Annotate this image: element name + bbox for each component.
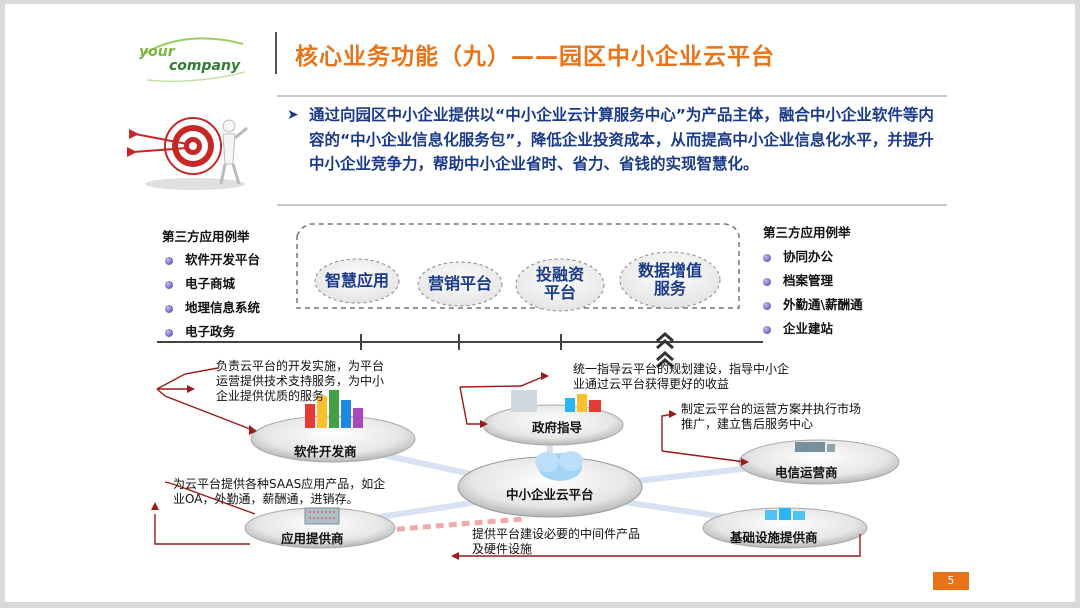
page-title: 核心业务功能（九）——园区中小企业云平台	[295, 44, 775, 70]
page-number: 5	[933, 572, 969, 590]
desc-app-provider: 为云平台提供各种SAAS应用产品，如企 业OA，外勤通，薪酬通，进销存。	[173, 477, 385, 507]
intro-arrow-icon: ➤	[287, 107, 299, 123]
left-app-label: 电子政务	[185, 324, 236, 339]
right-app-item: 外勤通\薪酬通	[763, 294, 863, 313]
left-app-label: 电子商城	[185, 276, 236, 291]
desc-line: 制定云平台的运营方案并执行市场	[681, 402, 862, 416]
bullet-icon	[763, 253, 771, 262]
desc-line: 提供平台建设必要的中间件产品	[472, 527, 641, 541]
right-app-item: 协同办公	[763, 246, 833, 265]
desc-software-dev: 负责云平台的开发实施，为平台 运营提供技术支持服务，为中小 企业提供优质的服务	[216, 359, 384, 404]
desc-line: 企业提供优质的服务	[216, 389, 325, 403]
bullet-icon	[763, 301, 771, 310]
slide: your company 核心业务功能（九）——园区中小企业云平台 ➤ 通过向园…	[5, 4, 1075, 602]
left-app-item: 电子商城	[165, 273, 235, 292]
bullet-icon	[763, 277, 771, 286]
node-label-infra: 基础设施提供商	[730, 530, 818, 545]
platform-label: 营销平台	[427, 274, 492, 293]
left-app-item: 电子政务	[165, 321, 235, 340]
bullet-icon	[165, 256, 173, 265]
right-app-label: 协同办公	[783, 249, 834, 264]
target-darts-icon	[127, 117, 248, 190]
right-apps-heading: 第三方应用例举	[763, 225, 851, 240]
bullet-icon	[165, 280, 173, 289]
node-label-gov: 政府指导	[532, 420, 583, 435]
platform-label-line: 数据增值	[637, 261, 702, 280]
logo-text-your: your	[139, 44, 175, 60]
desc-line: 统一指导云平台的规划建设，指导中小企	[573, 362, 790, 376]
node-label-center: 中小企业云平台	[506, 487, 594, 502]
desc-line: 负责云平台的开发实施，为平台	[216, 359, 385, 373]
right-app-item: 档案管理	[763, 270, 833, 289]
right-app-label: 档案管理	[783, 273, 834, 288]
node-disc	[738, 439, 900, 485]
company-logo: your company	[133, 34, 251, 86]
bullet-icon	[165, 328, 173, 337]
desc-line: 业OA，外勤通，薪酬通，进销存。	[173, 492, 359, 506]
platform-bubble	[314, 258, 400, 304]
left-app-item: 地理信息系统	[165, 297, 260, 316]
desc-gov: 统一指导云平台的规划建设，指导中小企 业通过云平台获得更好的收益	[573, 362, 789, 392]
platform-bubble	[417, 261, 503, 307]
right-app-item: 企业建站	[763, 318, 833, 337]
left-apps-heading: 第三方应用例举	[162, 229, 250, 244]
platform-label-line: 平台	[543, 283, 576, 302]
bar-chart-icon	[305, 390, 363, 428]
desc-line: 运营提供技术支持服务，为中小	[216, 374, 385, 388]
left-app-label: 软件开发平台	[185, 252, 261, 267]
title-divider	[275, 32, 277, 74]
platform-bubble	[515, 258, 605, 312]
node-label-telecom: 电信运营商	[775, 465, 838, 480]
cloud-brain-icon	[535, 451, 583, 481]
building-chart-icon	[511, 390, 601, 412]
desc-telecom: 制定云平台的运营方案并执行市场 推广，建立售后服务中心	[681, 402, 861, 432]
diagram-graphics	[151, 223, 900, 560]
infrastructure-icon	[765, 508, 805, 520]
bullet-icon	[763, 325, 771, 334]
left-app-label: 地理信息系统	[185, 300, 261, 315]
platform-bubble	[619, 251, 721, 309]
intro-text: 通过向园区中小企业提供以“中小企业云计算服务中心”为产品主体，融合中小企业软件等…	[309, 106, 934, 173]
intro-box: ➤ 通过向园区中小企业提供以“中小企业云计算服务中心”为产品主体，融合中小企业软…	[277, 95, 947, 206]
platform-label: 智慧应用	[324, 271, 389, 290]
chevron-up-icon	[656, 332, 674, 343]
bullet-icon	[165, 304, 173, 313]
logo-swoosh-icon	[140, 37, 246, 83]
platform-label: 投融资 平台	[518, 266, 602, 302]
right-app-label: 企业建站	[783, 321, 834, 336]
desc-line: 及硬件设施	[472, 542, 533, 556]
telecom-icon	[795, 442, 835, 452]
server-rack-icon	[304, 507, 340, 525]
desc-line: 为云平台提供各种SAAS应用产品，如企	[173, 477, 386, 491]
node-label-software-dev: 软件开发商	[294, 444, 357, 459]
desc-line: 业通过云平台获得更好的收益	[573, 377, 730, 391]
logo-text-company: company	[169, 58, 241, 74]
right-app-label: 外勤通\薪酬通	[783, 297, 863, 312]
desc-infra: 提供平台建设必要的中间件产品 及硬件设施	[472, 527, 640, 557]
platform-label-line: 服务	[653, 279, 686, 298]
left-app-item: 软件开发平台	[165, 249, 260, 268]
platform-label: 数据增值 服务	[622, 262, 718, 298]
platform-frame	[296, 223, 740, 309]
node-label-app-provider: 应用提供商	[281, 531, 344, 546]
desc-line: 推广，建立售后服务中心	[681, 417, 814, 431]
platform-label-line: 投融资	[535, 265, 584, 284]
